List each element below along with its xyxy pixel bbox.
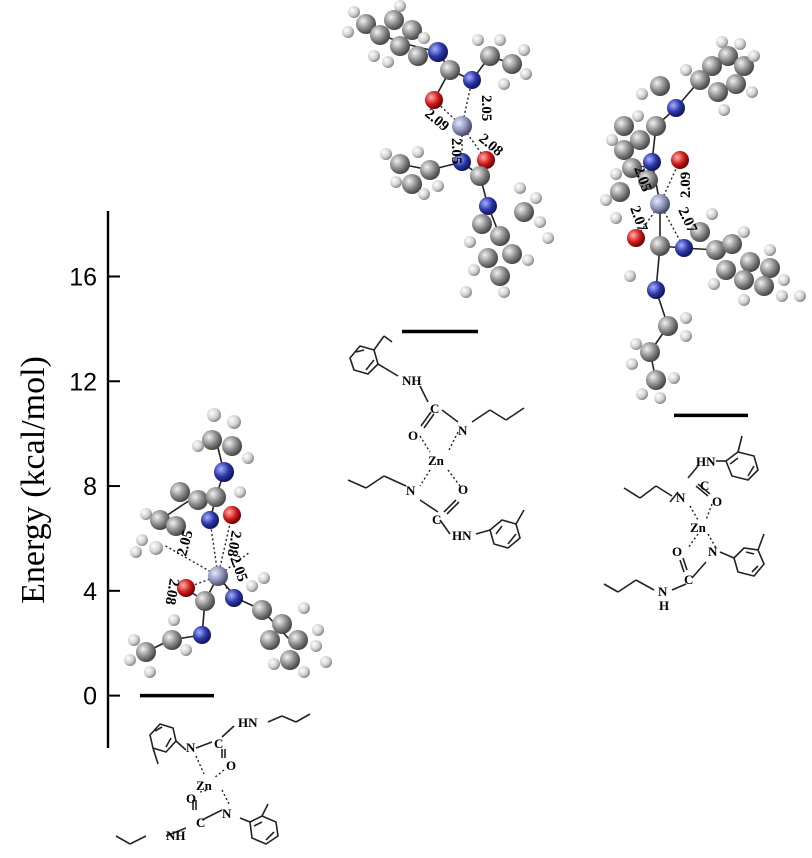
scheme-label: C [700,478,709,493]
y-axis: 0 4 8 12 16 [69,211,120,748]
scheme-label: O [712,494,722,509]
distance-label: 2.08 [162,577,182,606]
y-tick-label: 8 [83,473,97,501]
distance-label: 2.09 [421,106,451,135]
ball-stick-model-2: 2.05 2.09 2.08 2.05 [342,0,554,298]
scheme-label: Zn [196,778,213,793]
scheme-label: C [684,572,693,587]
structural-scheme-3: HN N C O Zn O N C N H [603,435,765,613]
distance-label: 2.05 [448,138,464,164]
distance-label: 2.08 [224,529,244,558]
scheme-label: O [186,791,196,806]
scheme-label: N [458,423,468,438]
distance-label: 2.05 [174,529,196,558]
distance-label: 2.05 [226,554,250,584]
y-axis-ticks: 0 4 8 12 16 [69,263,120,711]
scheme-label: C [432,512,441,527]
y-tick-label: 4 [83,578,97,606]
scheme-label: HN [452,528,472,543]
scheme-label: N [222,806,232,821]
scheme-label: HN [238,715,258,730]
scheme-label: NH [166,828,186,843]
y-tick-label: 0 [83,683,97,711]
energy-levels [140,329,748,698]
y-tick-label: 16 [69,263,97,291]
scheme-label: N [658,584,668,599]
scheme-label: N [186,740,196,755]
scheme-label: C [214,736,223,751]
scheme-label: NH [402,373,422,388]
y-axis-title: Energy (kcal/mol) [15,356,52,604]
scheme-label: C [196,815,205,830]
scheme-label: H [659,598,669,613]
structural-scheme-2: NH C O N Zn N O C HN [347,335,525,549]
distance-label: 2.07 [626,204,650,235]
ball-stick-model-1: 2.05 2.08 2.08 2.05 [124,408,332,678]
scheme-label: C [430,401,439,416]
scheme-label: N [406,483,416,498]
scheme-label: Zn [428,453,445,468]
scheme-label: N [676,490,686,505]
scheme-label: O [408,428,418,443]
structural-scheme-1: HN N C O Zn O N C NH [115,713,311,845]
scheme-label: N [708,544,718,559]
scheme-label: Zn [690,520,707,535]
y-tick-label: 12 [69,368,97,396]
scheme-label: O [672,544,682,559]
ball-stick-model-3: 2.09 2.05 2.07 2.07 [600,36,806,404]
distance-label: 2.09 [678,172,694,198]
scheme-label: HN [696,454,716,469]
distance-label: 2.05 [478,95,494,121]
scheme-label: O [458,482,468,497]
scheme-label: O [226,758,236,773]
